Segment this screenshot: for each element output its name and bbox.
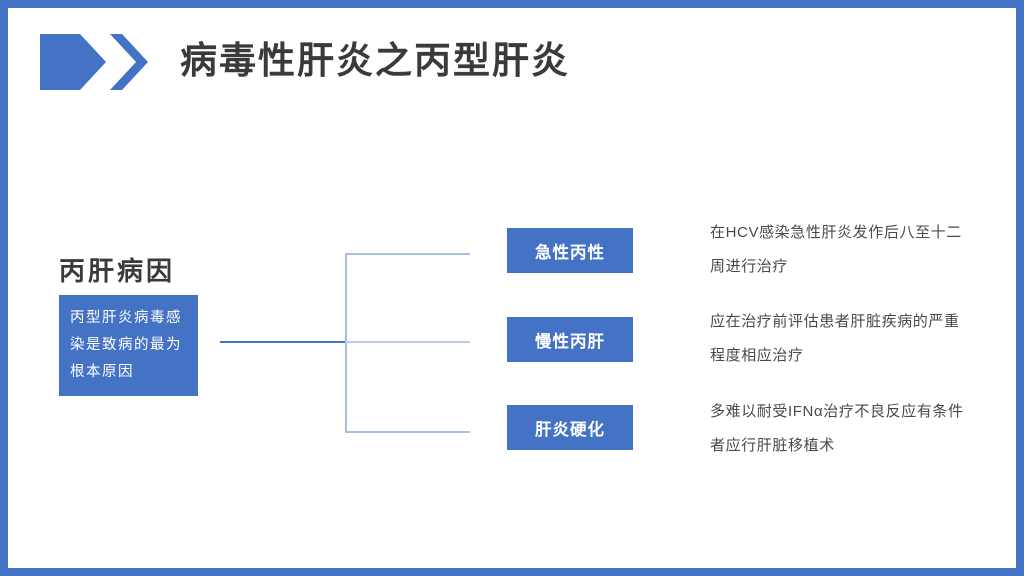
double-chevron-arrow-icon (40, 34, 150, 90)
cause-description-text: 丙型肝炎病毒感染是致病的最为根本原因 (70, 310, 182, 380)
cause-description-box: 丙型肝炎病毒感染是致病的最为根本原因 (59, 295, 198, 396)
category-box-acute[interactable]: 急性丙性 (507, 228, 633, 273)
connector-branch-top (345, 253, 470, 255)
connector-branch-bottom (345, 431, 470, 433)
description-cirrhosis: 多难以耐受IFNα治疗不良反应有条件者应行肝脏移植术 (710, 403, 964, 454)
connector-branch-middle (345, 341, 470, 343)
description-acute: 在HCV感染急性肝炎发作后八至十二周进行治疗 (710, 224, 962, 275)
category-box-chronic[interactable]: 慢性丙肝 (507, 317, 633, 362)
page-title: 病毒性肝炎之丙型肝炎 (180, 40, 570, 81)
slide-header: 病毒性肝炎之丙型肝炎 (8, 8, 1016, 118)
category-box-cirrhosis[interactable]: 肝炎硬化 (507, 405, 633, 450)
cause-heading: 丙肝病因 (59, 256, 176, 286)
slide-canvas: 病毒性肝炎之丙型肝炎 丙肝病因 丙型肝炎病毒感染是致病的最为根本原因 急性丙性 … (8, 8, 1016, 568)
connector-trunk-horizontal (220, 341, 346, 343)
description-chronic: 应在治疗前评估患者肝脏疾病的严重程度相应治疗 (710, 313, 960, 364)
